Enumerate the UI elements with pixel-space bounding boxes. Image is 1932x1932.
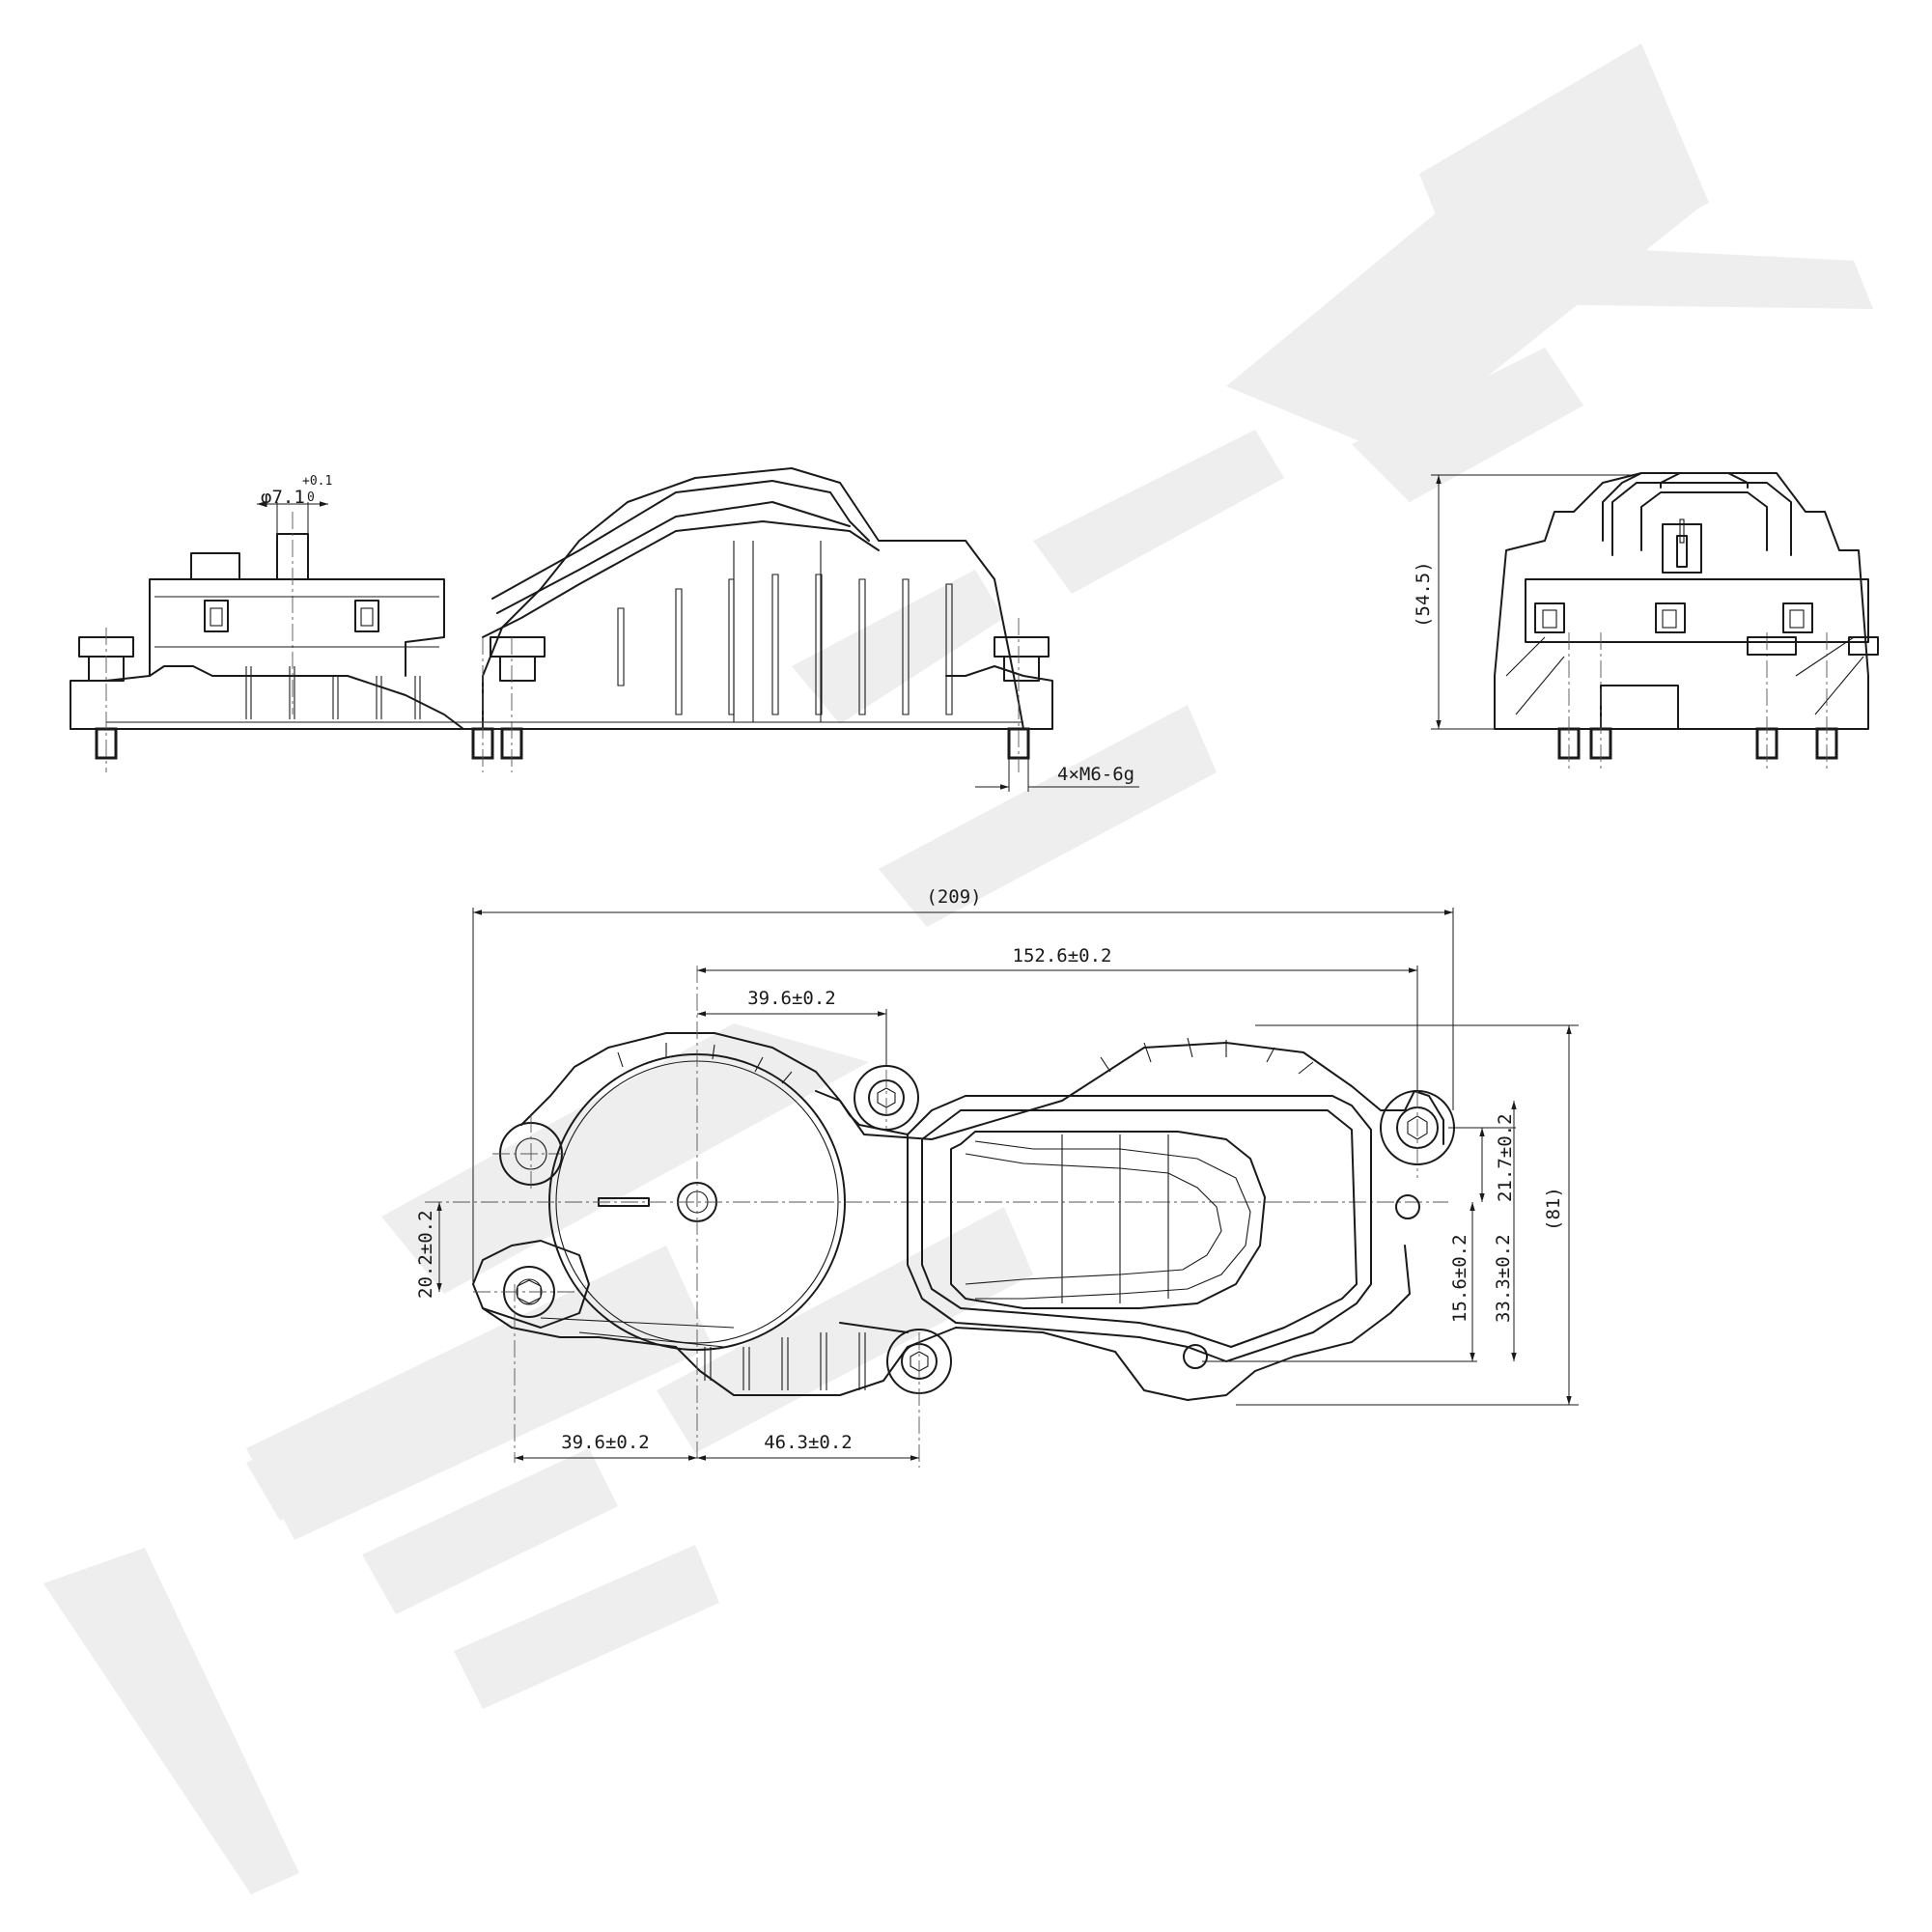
thread-spec-label: 4×M6-6g [1057,764,1134,785]
dim-bottom-left-offset: 39.6±0.2 [561,1432,650,1453]
dim-right-lower-b: 33.3±0.2 [1493,1234,1514,1323]
dim-overall-length: (209) [926,886,981,908]
end-view: (54.5) [1413,472,1879,772]
top-view-dimensions: (209) 152.6±0.2 39.6±0.2 39.6±0.2 46.3±0… [415,886,1579,1461]
dim-bottom-right-offset: 46.3±0.2 [764,1432,853,1453]
dim-left-vertical: 20.2±0.2 [415,1210,436,1299]
pipe-diameter-label: φ7.1 [261,487,305,508]
side-studs [78,618,1050,772]
dim-right-upper: 21.7±0.2 [1495,1113,1516,1202]
dim-hole-span: 152.6±0.2 [1013,945,1112,966]
pipe-tolerance-lower: 0 [307,490,315,505]
pipe-tolerance-upper: +0.1 [302,474,332,489]
top-view: (209) 152.6±0.2 39.6±0.2 39.6±0.2 46.3±0… [415,886,1579,1468]
end-height-label: (54.5) [1413,561,1434,628]
dim-right-lower-a: 15.6±0.2 [1449,1234,1470,1323]
side-view: φ7.1 +0.1 0 [70,467,1139,792]
end-studs [1557,632,1879,772]
dim-top-left-offset: 39.6±0.2 [747,988,836,1009]
watermark-logo [43,43,1873,1894]
dim-overall-width: (81) [1543,1187,1564,1231]
